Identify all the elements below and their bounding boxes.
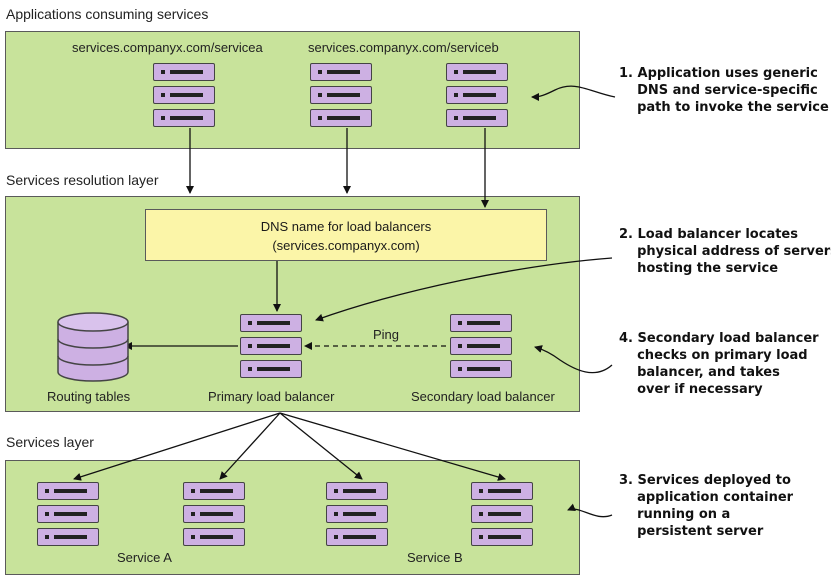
note-1-callout-arrow bbox=[531, 85, 616, 101]
note-2-callout-arrow bbox=[315, 257, 613, 322]
dns-load-balancer-box: DNS name for load balancers (services.co… bbox=[145, 209, 547, 261]
lb-to-service-arrow bbox=[279, 412, 363, 480]
service-a-label: Service A bbox=[117, 550, 172, 565]
lb-to-service-arrow bbox=[219, 412, 281, 480]
ping-label: Ping bbox=[373, 327, 400, 342]
resolution-section-label: Services resolution layer bbox=[6, 172, 159, 188]
note-3: 3. Services deployed to application cont… bbox=[619, 473, 794, 539]
servicea-url: services.companyx.com/servicea bbox=[72, 40, 263, 55]
services-section-label: Services layer bbox=[6, 434, 94, 450]
note-4-callout-arrow bbox=[534, 345, 613, 374]
service-server-icon bbox=[471, 482, 533, 546]
lb-to-service-arrow bbox=[279, 412, 506, 481]
apps-section-label: Applications consuming services bbox=[6, 6, 209, 22]
note-3-callout-arrow bbox=[567, 503, 613, 518]
note-4: 4. Secondary load balancer checks on pri… bbox=[619, 331, 819, 397]
note-1: 1. Application uses generic DNS and serv… bbox=[619, 66, 829, 115]
dns-name-line: DNS name for load balancers bbox=[260, 219, 432, 234]
app-server-icon bbox=[153, 63, 215, 127]
app-server-icon bbox=[310, 63, 372, 127]
service-server-icon bbox=[183, 482, 245, 546]
app-server-icon bbox=[446, 63, 508, 127]
serviceb-url: services.companyx.com/serviceb bbox=[308, 40, 499, 55]
secondary-lb-label: Secondary load balancer bbox=[411, 389, 555, 404]
primary-lb-label: Primary load balancer bbox=[208, 389, 335, 404]
service-b-label: Service B bbox=[407, 550, 463, 565]
note-2: 2. Load balancer locates physical addres… bbox=[619, 227, 831, 276]
service-server-icon bbox=[326, 482, 388, 546]
service-server-icon bbox=[37, 482, 99, 546]
lb-to-service-arrow bbox=[73, 412, 281, 481]
routing-tables-database-icon bbox=[57, 312, 129, 382]
secondary-load-balancer-icon bbox=[450, 314, 512, 378]
primary-load-balancer-icon bbox=[240, 314, 302, 378]
routing-tables-label: Routing tables bbox=[47, 389, 131, 404]
dns-domain-line: (services.companyx.com) bbox=[272, 238, 420, 253]
